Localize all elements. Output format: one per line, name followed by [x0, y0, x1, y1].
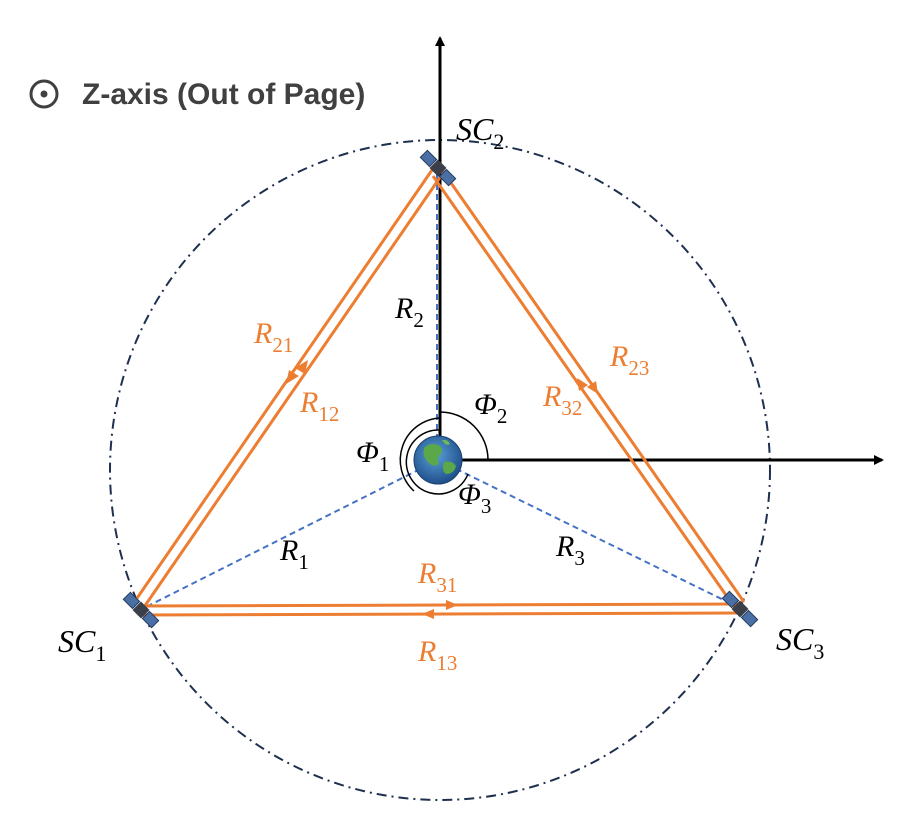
- angle-arc-phi2: [439, 411, 489, 461]
- arrow-r31: [446, 600, 458, 610]
- link-label-r32: R32: [542, 380, 582, 420]
- arrow-r13: [422, 609, 434, 619]
- link-sc1-sc3-lower: [139, 611, 741, 617]
- radius-label-1: R1: [279, 534, 309, 574]
- z-axis-label: Z-axis (Out of Page): [82, 78, 365, 111]
- link-label-r12: R12: [299, 386, 339, 426]
- link-sc1-sc3-upper: [139, 602, 741, 608]
- link-sc2-sc1-inner: [140, 175, 443, 611]
- satellite-sc1-icon: [122, 591, 160, 629]
- sc3-label: SC3: [776, 621, 824, 664]
- sc1-label: SC1: [58, 623, 106, 666]
- link-sc2-sc3-inner: [431, 175, 737, 609]
- earth-icon: [413, 435, 463, 485]
- arrow-r23: [587, 381, 598, 394]
- link-label-r31: R31: [417, 557, 457, 597]
- link-label-r21: R21: [253, 317, 293, 357]
- orbit-circle: [109, 139, 771, 801]
- link-label-r23: R23: [609, 340, 649, 380]
- sc2-label: SC2: [456, 111, 504, 154]
- arrow-r32: [577, 378, 588, 391]
- angle-label-phi3: Φ3: [458, 478, 491, 518]
- link-label-r13: R13: [417, 635, 457, 675]
- angle-label-phi2: Φ2: [474, 388, 507, 428]
- link-sc2-sc1-outer: [131, 169, 434, 605]
- radius-label-3: R3: [555, 530, 585, 570]
- radius-label-2: R2: [394, 292, 424, 332]
- z-axis-out-of-page-icon: [29, 79, 59, 109]
- radius-line-3: [437, 459, 741, 609]
- angle-label-phi1: Φ1: [356, 436, 389, 476]
- angle-arc-phi1: [399, 417, 441, 492]
- radius-line-1: [139, 459, 439, 611]
- angle-arc-phi3: [405, 429, 469, 495]
- arrow-r21: [286, 370, 299, 384]
- satellite-sc3-icon: [721, 590, 759, 628]
- arrow-r12: [295, 360, 308, 374]
